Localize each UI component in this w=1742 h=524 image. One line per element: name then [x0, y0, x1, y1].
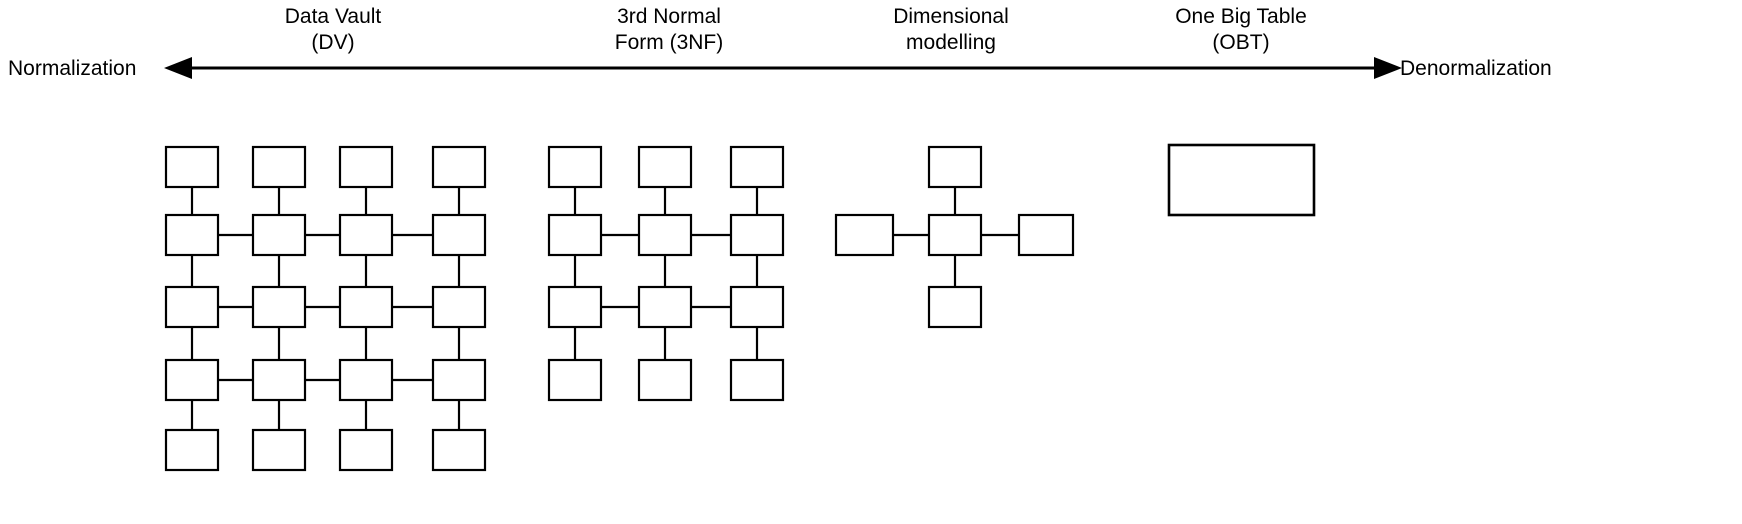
column-label-one-big-table: One Big Table (OBT)	[1175, 5, 1307, 54]
table-node[interactable]	[637, 145, 693, 189]
dimension-node-left[interactable]	[834, 213, 895, 257]
table-node[interactable]	[164, 428, 220, 472]
table-node[interactable]	[729, 285, 785, 329]
table-node[interactable]	[164, 213, 220, 257]
table-node[interactable]	[547, 145, 603, 189]
dimension-node-top[interactable]	[927, 145, 983, 189]
cluster-dimensional-modelling	[834, 145, 1075, 329]
table-node[interactable]	[431, 428, 487, 472]
table-node[interactable]	[729, 213, 785, 257]
right-arrowhead	[1374, 57, 1402, 79]
table-node[interactable]	[251, 358, 307, 402]
one-big-table-node[interactable]	[1167, 143, 1316, 217]
normalization-axis-arrow	[164, 57, 1402, 79]
table-node[interactable]	[251, 285, 307, 329]
table-node[interactable]	[338, 285, 394, 329]
table-node[interactable]	[338, 358, 394, 402]
table-node[interactable]	[637, 358, 693, 402]
axis-label-normalization: Normalization	[8, 57, 137, 80]
table-node[interactable]	[251, 428, 307, 472]
table-node[interactable]	[251, 145, 307, 189]
table-node[interactable]	[547, 213, 603, 257]
table-node[interactable]	[431, 145, 487, 189]
table-node[interactable]	[164, 285, 220, 329]
dimension-node-right[interactable]	[1017, 213, 1075, 257]
table-node[interactable]	[729, 145, 785, 189]
table-node[interactable]	[637, 285, 693, 329]
table-node[interactable]	[164, 358, 220, 402]
column-label-dimensional-modelling: Dimensional modelling	[893, 5, 1009, 54]
table-node[interactable]	[547, 285, 603, 329]
cluster-one-big-table	[1167, 143, 1316, 217]
dimension-node-bottom[interactable]	[927, 285, 983, 329]
table-node[interactable]	[338, 428, 394, 472]
table-node[interactable]	[164, 145, 220, 189]
cluster-data-vault	[164, 145, 487, 472]
fact-node-center[interactable]	[927, 213, 983, 257]
cluster-third-normal-form	[547, 145, 785, 402]
table-node[interactable]	[547, 358, 603, 402]
table-node[interactable]	[431, 213, 487, 257]
column-label-third-normal-form: 3rd Normal Form (3NF)	[614, 5, 724, 54]
table-node[interactable]	[637, 213, 693, 257]
left-arrowhead	[164, 57, 192, 79]
column-label-data-vault: Data Vault (DV)	[284, 5, 382, 54]
table-node[interactable]	[338, 213, 394, 257]
table-node[interactable]	[431, 358, 487, 402]
table-node[interactable]	[251, 213, 307, 257]
table-node[interactable]	[431, 285, 487, 329]
table-node[interactable]	[338, 145, 394, 189]
axis-label-denormalization: Denormalization	[1400, 57, 1552, 80]
table-node[interactable]	[729, 358, 785, 402]
